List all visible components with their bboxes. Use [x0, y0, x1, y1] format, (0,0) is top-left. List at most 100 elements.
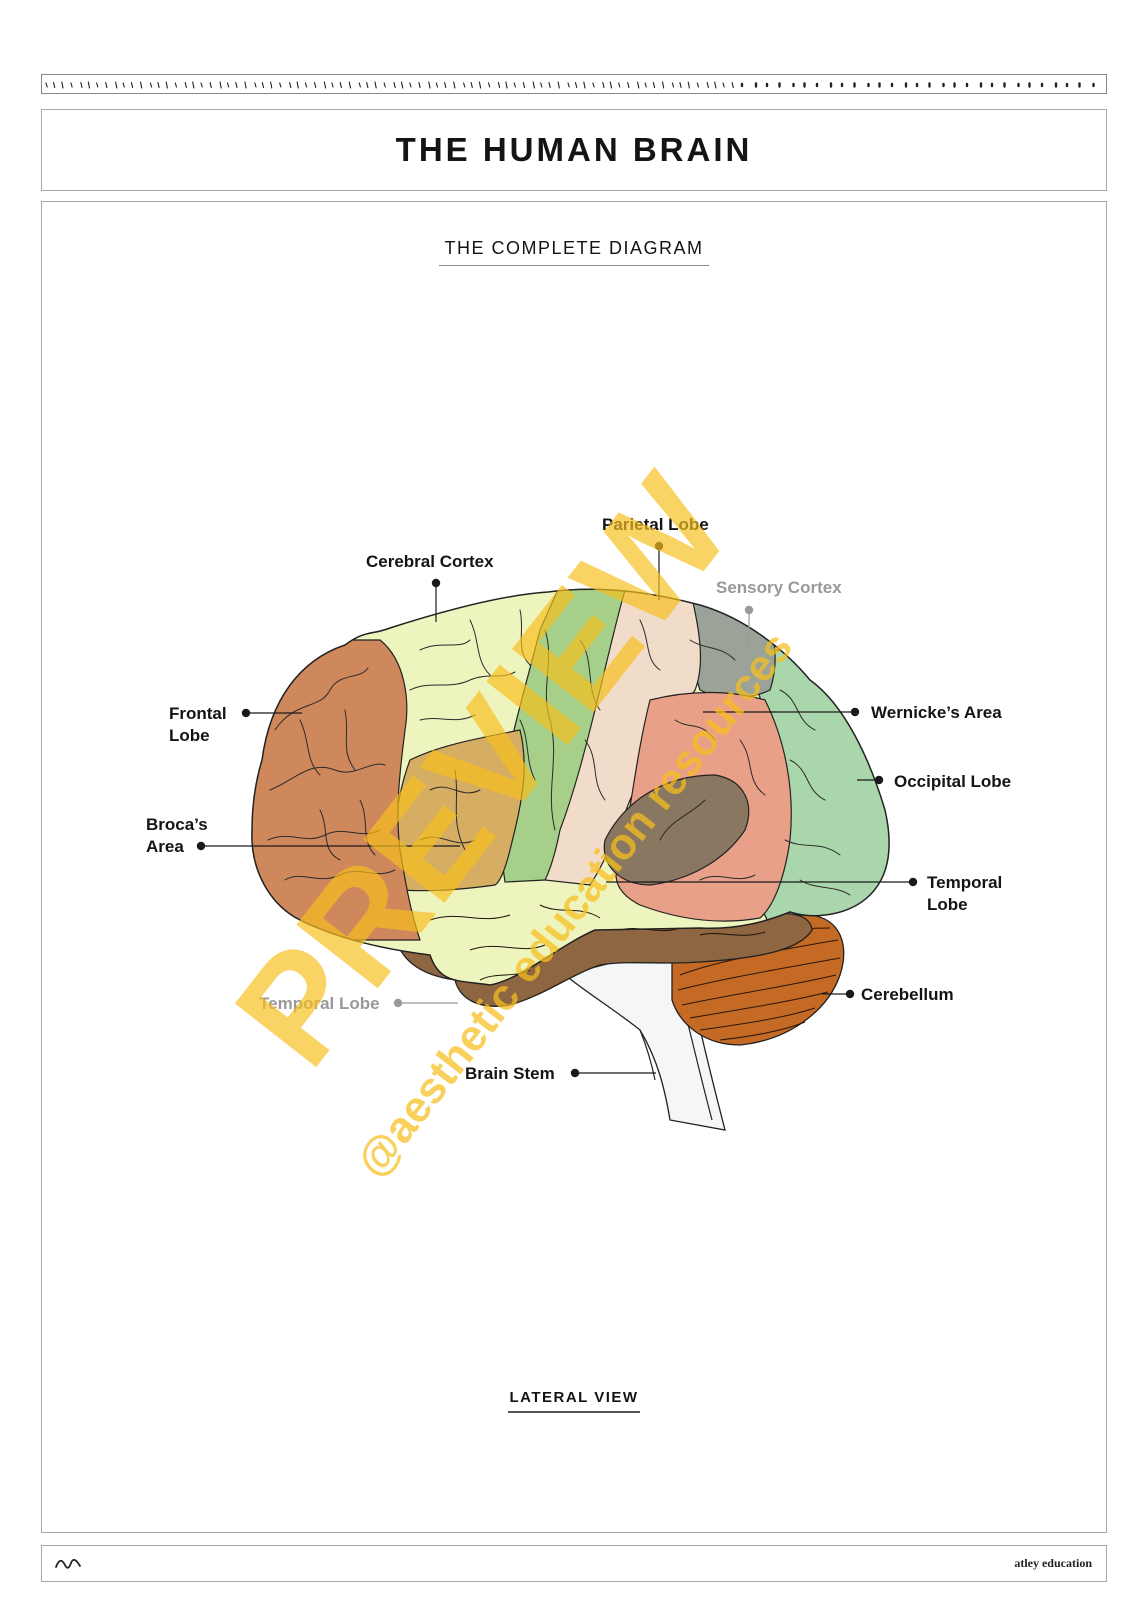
wave-logo-icon [55, 1559, 81, 1569]
decorative-tick [567, 82, 570, 88]
leader-wernickes-area [703, 707, 860, 717]
motor-strip-region [499, 589, 626, 883]
decorative-tick [331, 82, 334, 88]
decorative-tick [80, 81, 83, 89]
decorative-tick [652, 81, 656, 89]
decorative-tick [184, 81, 187, 89]
decorative-tick [374, 81, 377, 89]
decorative-tick [226, 82, 230, 88]
decorative-tick [192, 81, 195, 89]
decorative-tick [609, 81, 613, 89]
decorative-tick [348, 81, 352, 89]
brain-stem-outline-inner [639, 1029, 656, 1081]
decorative-tick [583, 81, 586, 89]
label-frontal-lobe-line2: Lobe [169, 726, 210, 745]
decorative-tick [400, 81, 404, 89]
leader-temporal-lobe-left [393, 998, 458, 1008]
decorative-tick [52, 81, 56, 89]
label-brain-stem: Brain Stem [465, 1064, 555, 1083]
decorative-tick [323, 81, 327, 89]
decorative-tick [706, 81, 709, 89]
decorative-tick [478, 81, 482, 89]
leader-frontal-lobe [241, 708, 302, 718]
decorative-tick [296, 81, 299, 89]
leader-sensory-cortex [744, 605, 754, 648]
diagram-subtitle: THE COMPLETE DIAGRAM [439, 238, 709, 266]
decorative-tick [497, 81, 501, 89]
label-wernickes-area: Wernicke’s Area [871, 703, 1002, 722]
footer-bar: atley education [41, 1545, 1107, 1582]
decorative-tick [522, 81, 526, 89]
decorative-tick [254, 82, 257, 88]
leader-cerebellum [822, 989, 855, 999]
decorative-tick [661, 81, 665, 89]
label-temporal-lobe-left: Temporal Lobe [259, 994, 380, 1013]
decorative-tick [435, 82, 439, 88]
decorative-tick [602, 81, 605, 89]
decorative-tick [219, 81, 222, 89]
decorative-tick [453, 81, 456, 89]
decorative-tick-marks [45, 81, 1095, 89]
decorative-tick [383, 82, 386, 88]
gyri-folds [267, 609, 851, 896]
leader-brocas-area [196, 841, 460, 851]
decorative-tick [313, 81, 317, 89]
decorative-tick [463, 82, 466, 88]
label-frontal-lobe-line1: Frontal [169, 704, 227, 723]
label-temporal-lobe-right-line2: Lobe [927, 895, 968, 914]
diagram-labels: Parietal Lobe Cerebral Cortex Sensory Co… [146, 515, 1011, 1083]
label-cerebral-cortex: Cerebral Cortex [366, 552, 494, 571]
label-sensory-cortex: Sensory Cortex [716, 578, 842, 597]
leader-temporal-lobe-right [606, 877, 918, 887]
decorative-tick [200, 82, 203, 88]
decorative-tick [470, 81, 473, 89]
view-label-wrap: LATERAL VIEW [42, 1389, 1106, 1413]
title-box: THE HUMAN BRAIN [41, 109, 1107, 191]
leader-parietal-lobe [654, 541, 664, 600]
decorative-tick [731, 81, 734, 89]
decorative-tick [122, 82, 125, 88]
decorative-tick [61, 81, 64, 89]
decorative-tick [548, 81, 551, 89]
decorative-tick [366, 81, 369, 89]
diagram-subtitle-wrap: THE COMPLETE DIAGRAM [42, 238, 1106, 266]
decorative-tick [139, 81, 143, 89]
leader-cerebral-cortex [431, 578, 441, 622]
decorative-dotted-border [41, 74, 1107, 94]
decorative-tick [149, 82, 153, 88]
decorative-tick [235, 81, 238, 89]
decorative-tick [115, 81, 118, 89]
diagram-panel: THE COMPLETE DIAGRAM LATERAL VIEW [41, 201, 1107, 1533]
decorative-tick [244, 81, 247, 89]
decorative-tick [505, 81, 508, 89]
decorative-tick [304, 82, 308, 88]
decorative-tick [592, 82, 595, 88]
decorative-tick [358, 82, 361, 88]
label-parietal-lobe: Parietal Lobe [602, 515, 709, 534]
label-brocas-area-line1: Broca’s [146, 815, 208, 834]
decorative-tick [339, 81, 342, 89]
decorative-tick [45, 82, 48, 88]
decorative-tick [671, 82, 675, 88]
decorative-tick [279, 82, 282, 88]
decorative-tick [428, 81, 431, 89]
brand-name: atley education [1014, 1556, 1092, 1570]
label-temporal-lobe-right-line1: Temporal [927, 873, 1002, 892]
temporal-lobe-folds [429, 904, 766, 981]
decorative-tick [393, 81, 396, 89]
decorative-tick [637, 81, 640, 89]
decorative-tick [557, 81, 560, 89]
decorative-tick [574, 81, 578, 89]
decorative-tick [540, 82, 543, 88]
decorative-tick [270, 81, 273, 89]
decorative-tick [87, 81, 91, 89]
decorative-tick [696, 82, 700, 88]
decorative-tick [418, 81, 421, 89]
leader-occipital-lobe [857, 775, 884, 785]
page-title: THE HUMAN BRAIN [395, 131, 753, 168]
decorative-tick [96, 82, 99, 88]
decorative-tick [487, 82, 491, 88]
decorative-tick [679, 81, 682, 89]
decorative-tick [105, 81, 108, 89]
